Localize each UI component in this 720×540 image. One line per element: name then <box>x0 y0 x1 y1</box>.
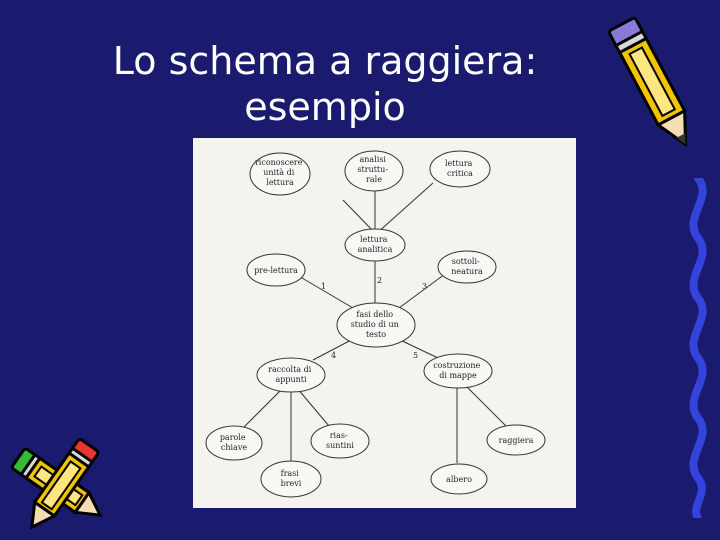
edge-number-3: 3 <box>422 282 427 291</box>
edge-raccolta-parole <box>240 387 284 431</box>
crossed-pencils-icon <box>0 432 120 538</box>
node-albero: albero <box>446 475 472 484</box>
node-frasi-brevi-shape <box>260 460 322 498</box>
node-pre-lettura-shape <box>246 253 306 287</box>
node-albero-shape <box>430 463 488 495</box>
node-parole-chiave: parole chiave <box>220 433 248 452</box>
node-sottolineatura: sottoli- neatura <box>451 257 483 276</box>
node-raggiera-shape <box>486 424 546 456</box>
node-analisi-shape <box>344 150 404 192</box>
node-analisi: analisi struttu- rale <box>357 155 390 184</box>
edge-costruzione-raggiera <box>464 384 509 429</box>
node-pre-lettura: pre-lettura <box>254 266 298 275</box>
edge-number-4: 4 <box>331 351 336 360</box>
edge-analitica-riconoscere <box>342 199 376 234</box>
node-lettura-critica: lettura critica <box>445 159 475 178</box>
node-costruzione: costruzione di mappe <box>433 361 483 380</box>
radial-diagram: 1 2 3 4 5 riconoscere unità di <box>205 150 546 498</box>
node-raccolta-shape <box>256 357 326 393</box>
node-costruzione-shape <box>423 353 493 389</box>
node-riassuntini: rias- suntini <box>326 431 354 450</box>
diagram-nodes <box>205 150 546 498</box>
title-line-1: Lo schema a raggiera: <box>112 39 538 83</box>
node-parole-chiave-shape <box>205 425 263 461</box>
node-lettura-critica-shape <box>429 150 491 188</box>
node-riconoscere: riconoscere unità di lettura <box>255 158 305 187</box>
node-frasi-brevi: frasi brevi <box>281 469 302 488</box>
edge-fasi-raccolta <box>312 337 356 361</box>
node-raccolta: raccolta di appunti <box>268 365 314 384</box>
title-line-2: esempio <box>244 85 406 129</box>
wavy-line <box>676 178 720 518</box>
edge-fasi-sottolineatura <box>398 273 446 309</box>
diagram-edges <box>240 182 509 463</box>
edge-number-1: 1 <box>321 282 326 291</box>
diagram-scan: 1 2 3 4 5 riconoscere unità di <box>193 138 576 508</box>
pencil-icon <box>600 2 710 172</box>
slide-title: Lo schema a raggiera: esempio <box>60 38 590 130</box>
node-raggiera: raggiera <box>499 436 534 445</box>
edge-analitica-critica <box>376 182 434 234</box>
edge-number-2: 2 <box>377 276 382 285</box>
node-sottolineatura-shape <box>437 250 497 284</box>
node-fasi: fasi dello studio di un testo <box>351 310 402 339</box>
node-riassuntini-shape <box>310 423 370 459</box>
edge-number-5: 5 <box>413 351 418 360</box>
node-lettura-analitica-shape <box>344 228 406 262</box>
edge-raccolta-riassuntini <box>296 387 330 427</box>
node-fasi-shape <box>336 302 416 348</box>
node-lettura-analitica: lettura analitica <box>358 235 393 254</box>
node-riconoscere-shape <box>249 152 311 196</box>
